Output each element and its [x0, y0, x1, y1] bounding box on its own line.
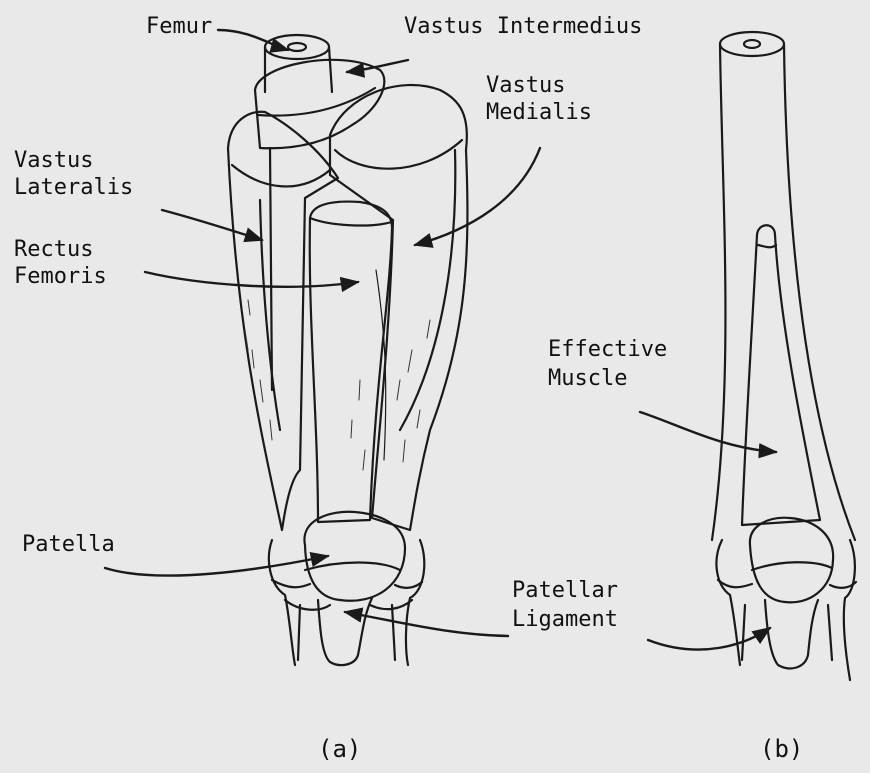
label-vastus-lateralis-line1: Vastus: [14, 148, 93, 174]
patellar-ligament-shape-b: [765, 600, 818, 668]
caption-a: (a): [318, 735, 361, 763]
label-femur: Femur: [146, 14, 212, 40]
label-patellar-ligament-line2: Ligament: [512, 607, 618, 633]
rectus-femoris-shape: [310, 202, 392, 522]
knee-joint-a: [269, 540, 424, 665]
figure-b: [712, 32, 856, 680]
patella-shape: [304, 512, 405, 601]
label-patella: Patella: [22, 532, 115, 558]
label-patellar-ligament-line1: Patellar: [512, 578, 618, 604]
label-vastus-medialis-line2: Medialis: [486, 100, 592, 126]
caption-b: (b): [760, 735, 803, 763]
label-rectus-femoris-line1: Rectus: [14, 237, 93, 263]
femur-shaft-b: [712, 32, 855, 540]
vastus-lateralis-shape: [228, 112, 338, 530]
label-vastus-intermedius: Vastus Intermedius: [404, 14, 642, 40]
leader-lines: [105, 30, 776, 650]
label-vastus-lateralis-line2: Lateralis: [14, 175, 133, 201]
figure-a: [228, 35, 467, 665]
label-vastus-medialis-line1: Vastus: [486, 73, 565, 99]
vastus-medialis-shape: [330, 85, 467, 530]
knee-joint-b: [716, 540, 856, 680]
label-effective-muscle-line1: Effective: [548, 337, 667, 363]
label-rectus-femoris-line2: Femoris: [14, 264, 107, 290]
patella-shape-b: [750, 518, 833, 603]
label-effective-muscle-line2: Muscle: [548, 366, 627, 392]
effective-muscle-shape: [742, 225, 820, 525]
